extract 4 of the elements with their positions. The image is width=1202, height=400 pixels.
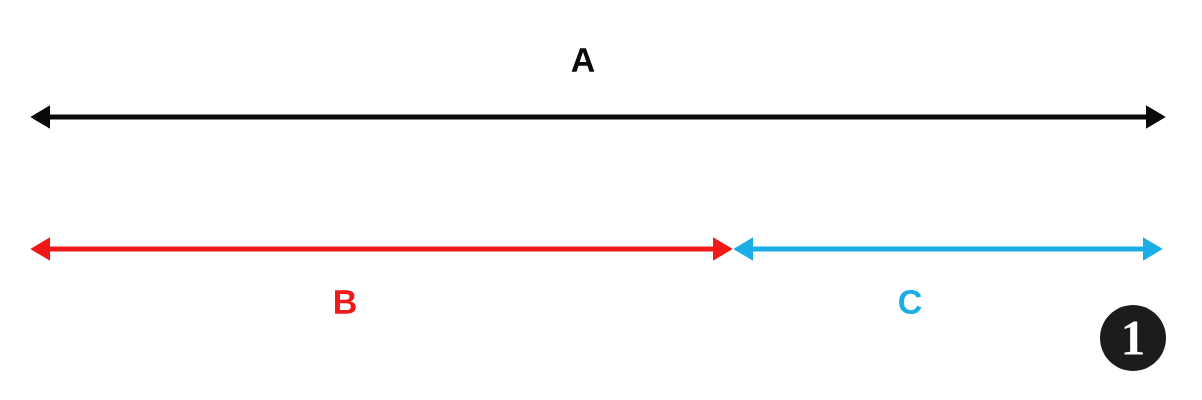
dimension-label: A	[571, 48, 595, 72]
dimension-label: C	[899, 289, 922, 315]
dimension-label: B	[335, 290, 356, 314]
callout-number: 1	[1100, 305, 1166, 371]
